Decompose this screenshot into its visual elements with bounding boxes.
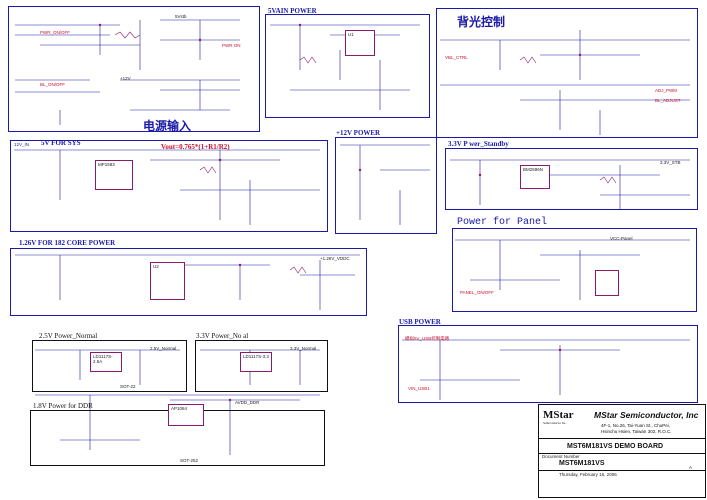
net-2v5-normal: 2.5V_Normal bbox=[150, 346, 177, 351]
net-usb-on: VIN_USB1 bbox=[408, 386, 430, 391]
company-name: MStar Semiconductor, Inc bbox=[594, 410, 699, 420]
usb-power-panel: USB POWER bbox=[398, 318, 698, 403]
net-bl-on-off: BL_ON/OFF bbox=[40, 82, 66, 87]
pkg-sot252: SOT-252 bbox=[180, 458, 199, 463]
core-power-title: 1.26V FOR 182 CORE POWER bbox=[19, 239, 116, 247]
5vain-power-panel: 5VAIN POWER bbox=[265, 7, 430, 118]
power-input-panel: 电源输入 bbox=[8, 6, 260, 133]
12v-power-title: +12V POWER bbox=[336, 129, 381, 137]
doc-date: Thursday, February 16, 2006 bbox=[559, 472, 617, 477]
usb-power-title: USB POWER bbox=[399, 318, 441, 326]
ic-5vain: U1 bbox=[345, 30, 375, 56]
address-line-1: 4F-1, No.26, Tai-Yuan St., ChuPei, bbox=[601, 423, 670, 428]
sheet-rev: A bbox=[689, 465, 693, 470]
3v3-standby-panel: 3.3V P wer_Standby bbox=[445, 140, 698, 210]
net-vdd-core: +1.26V_VDDC bbox=[320, 256, 350, 261]
2v5-normal-title: 2.5V Power_Normal bbox=[39, 332, 98, 340]
board-name: MST6M181VS DEMO BOARD bbox=[567, 443, 664, 450]
12v-power-panel: +12V POWER bbox=[335, 129, 437, 234]
ic-core: U2 bbox=[150, 262, 185, 300]
doc-number-label: Document Number bbox=[542, 454, 580, 459]
core-power-panel: 1.26V FOR 182 CORE POWER bbox=[10, 239, 367, 316]
5v-sys-panel: 5V FOR SYS Vout=0.765*(1+R1/R2) bbox=[10, 139, 328, 232]
backlight-title: 背光控制 bbox=[457, 15, 506, 29]
ic-3v3-stb: BM2596N bbox=[520, 165, 550, 189]
panel-power-panel: Power for Panel bbox=[452, 217, 697, 312]
3v3-standby-title: 3.3V P wer_Standby bbox=[448, 140, 509, 148]
5v-sys-title: 5V FOR SYS bbox=[41, 139, 81, 147]
net-12v: +12V bbox=[120, 76, 131, 81]
net-panel-on-off: PANEL_ON/OFF bbox=[460, 290, 494, 295]
address-line-2: Hsinchu Hsien, Taiwan 302, R.O.C. bbox=[601, 429, 672, 434]
usb-note: 模拟5V_USB控制电路 bbox=[405, 336, 450, 341]
ic-3v3-normal: LD1117S-3.3 bbox=[240, 352, 272, 372]
net-avdd-ddr: AVDD_DDR bbox=[235, 400, 260, 405]
title-block: MStar Semiconductor Inc. MStar Semicondu… bbox=[538, 404, 706, 498]
5vain-power-title: 5VAIN POWER bbox=[268, 7, 317, 15]
net-vcc-panel: VCC-Panel bbox=[610, 236, 633, 241]
net-bl-adjust: BL_ADJUST bbox=[655, 98, 681, 103]
ic-panel bbox=[595, 270, 619, 296]
mstar-logo: MStar Semiconductor Inc. bbox=[543, 409, 574, 425]
net-vbl-ctrl: VBL_CTRL bbox=[445, 55, 468, 60]
pkg-sot22: SOT-22 bbox=[120, 384, 136, 389]
net-pwr-on-off: PWR_ON/OFF bbox=[40, 30, 70, 35]
net-3v3-stb: 3.3V_STB bbox=[660, 160, 681, 165]
panel-power-title: Power for Panel bbox=[457, 217, 548, 228]
net-5v-stb: 5Vstb bbox=[175, 14, 187, 19]
ic-2v5: LD1117S-2.5A bbox=[90, 352, 122, 372]
doc-number: MST6M181VS bbox=[559, 460, 605, 467]
vout-formula: Vout=0.765*(1+R1/R2) bbox=[161, 143, 230, 151]
ddr-power-title: 1.8V Power for DDR bbox=[33, 402, 93, 410]
3v3-normal-panel: 3.3V Power_No al bbox=[195, 332, 328, 392]
power-input-title: 电源输入 bbox=[143, 119, 192, 133]
ic-ddr: AP1084 bbox=[168, 404, 204, 426]
net-12v-in-top: 12V_IN bbox=[14, 142, 30, 147]
2v5-normal-panel: 2.5V Power_Normal bbox=[32, 332, 187, 392]
net-adj-pwm: ADJ_PWM bbox=[655, 88, 678, 93]
net-pwr-on: PWR ON bbox=[222, 43, 241, 48]
3v3-normal-title: 3.3V Power_No al bbox=[196, 332, 249, 340]
net-3v3-normal: 3.3V_Normal bbox=[290, 346, 317, 351]
backlight-panel: 背光控制 bbox=[436, 8, 698, 138]
ic-5v-sys: MP1583 bbox=[95, 160, 133, 190]
